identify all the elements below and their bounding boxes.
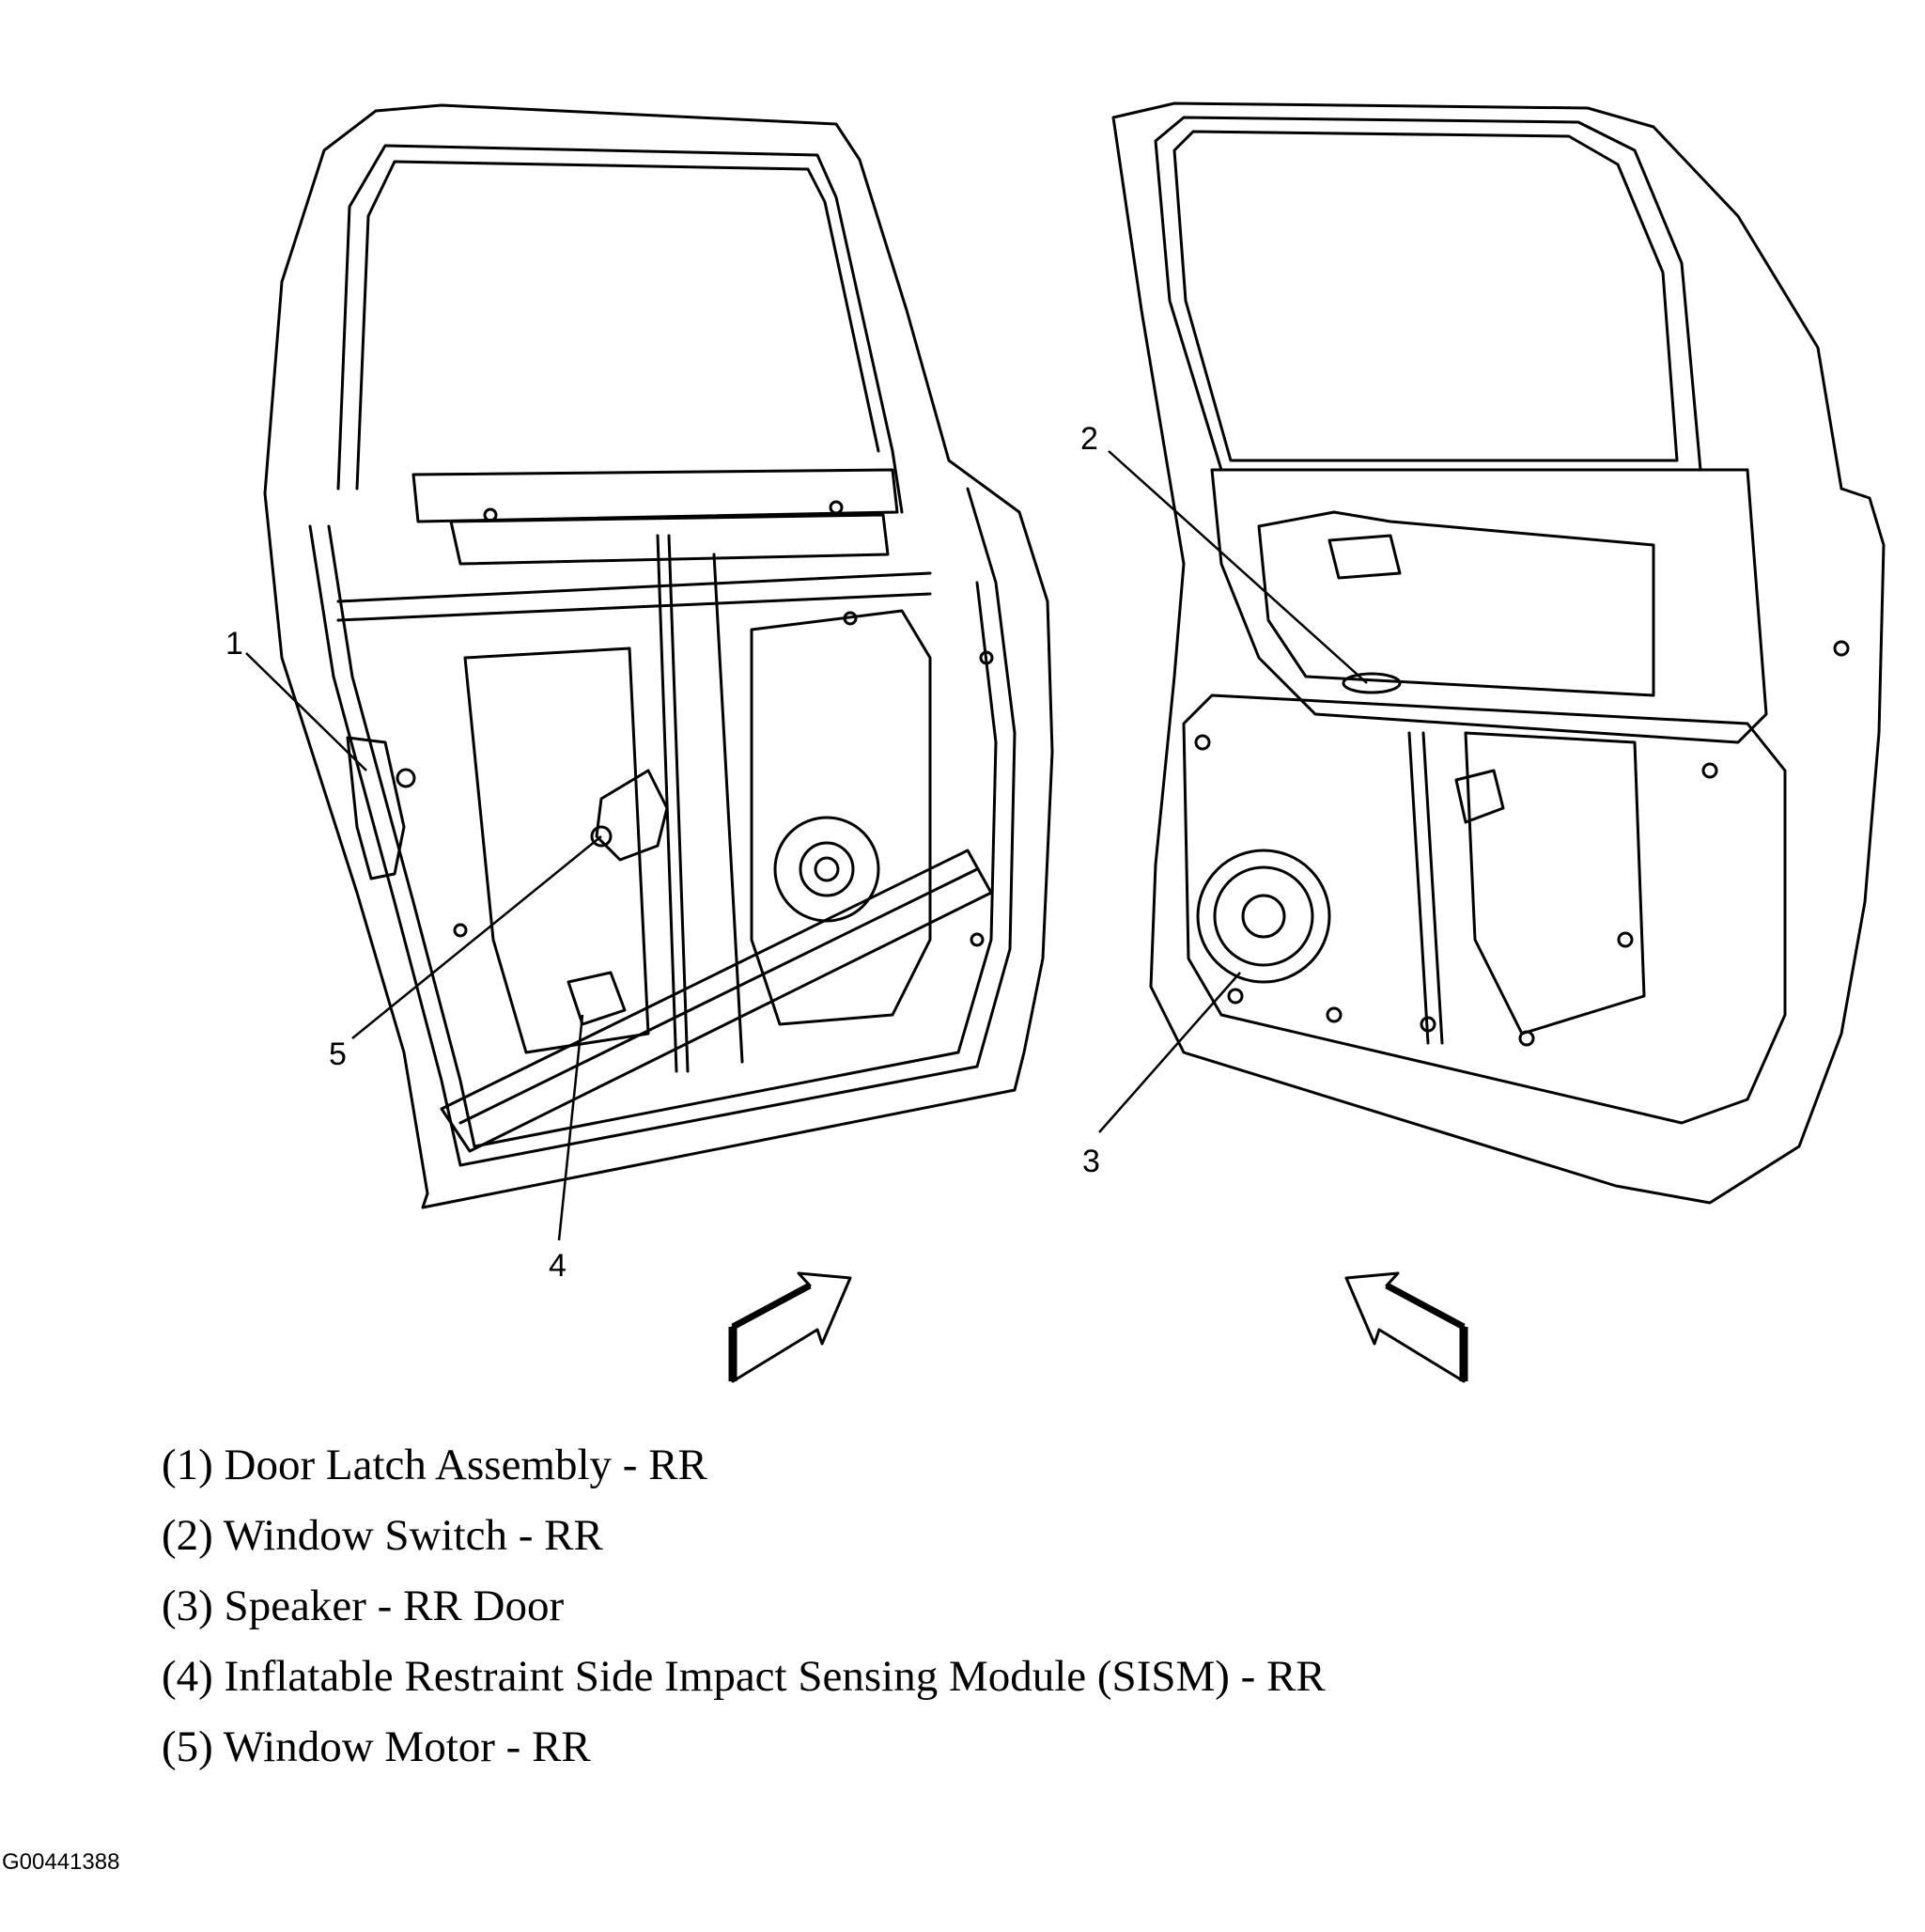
right-trim-panel	[1210, 468, 1768, 744]
right-door-drawing	[1111, 101, 1886, 1205]
left-door-drawing	[263, 103, 1054, 1209]
right-door-outline	[1111, 101, 1886, 1205]
legend-item-1: (1) Door Latch Assembly - RR	[162, 1441, 707, 1489]
callout-2: 2	[1080, 421, 1098, 457]
left-door-outline	[263, 103, 1054, 1209]
callout-5: 5	[329, 1036, 347, 1072]
leader-lines	[245, 450, 1368, 1241]
leader-line-5	[351, 835, 602, 1039]
callout-3: 3	[1082, 1144, 1100, 1179]
sism-shape	[567, 971, 627, 1026]
leader-line-4	[557, 1014, 584, 1241]
legend-item-4: (4) Inflatable Restraint Side Impact Sen…	[162, 1652, 1326, 1701]
leader-line-3	[1098, 972, 1241, 1133]
figure-id: G00441388	[2, 1849, 120, 1875]
left-speaker-outline	[773, 816, 880, 923]
legend-item-3: (3) Speaker - RR Door	[162, 1581, 565, 1630]
component-legend: (1) Door Latch Assembly - RR (2) Window …	[162, 1430, 1326, 1783]
callout-4: 4	[549, 1248, 567, 1284]
left-window-frame	[336, 144, 904, 514]
right-view-arrow	[1344, 1271, 1468, 1383]
window-switch-shape	[1342, 672, 1402, 694]
leader-line-2	[1108, 450, 1368, 684]
leader-line-1	[245, 652, 367, 771]
window-motor-shape	[595, 769, 669, 862]
callout-1: 1	[225, 626, 243, 662]
left-access-hole	[463, 647, 650, 1054]
legend-item-5: (5) Window Motor - RR	[162, 1722, 591, 1771]
right-speaker-outline	[1196, 849, 1331, 984]
left-view-arrow	[728, 1271, 852, 1383]
legend-item-2: (2) Window Switch - RR	[162, 1511, 603, 1560]
right-window-frame	[1154, 116, 1702, 472]
door-latch-shape	[346, 736, 406, 880]
side-impact-beam	[440, 849, 993, 1153]
